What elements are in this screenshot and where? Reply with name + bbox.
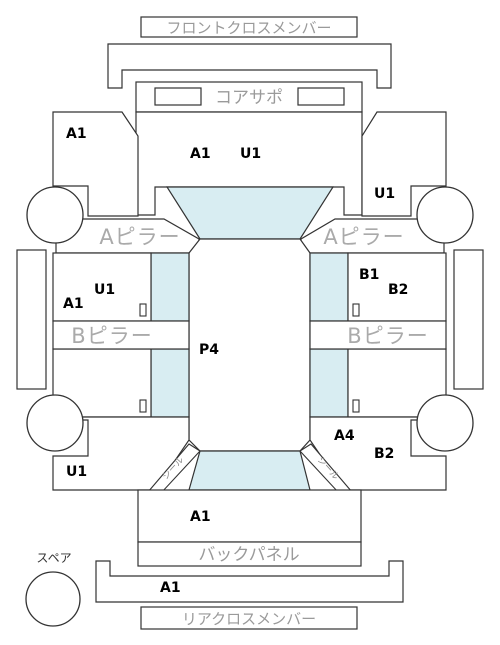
- core-support: コアサポ: [135, 81, 363, 113]
- code-roof: P4: [199, 342, 219, 358]
- code-core-center-1: A1: [190, 146, 211, 162]
- front-right-wheel: [416, 186, 474, 244]
- b-pillar-left-label: Bピラー: [71, 324, 152, 348]
- spare-tire: [25, 571, 81, 627]
- b-pillar-right-label: Bピラー: [347, 324, 428, 348]
- rear-cross-member-label: リアクロスメンバー: [182, 610, 316, 628]
- back-panel-label: バックパネル: [198, 545, 299, 565]
- code-front-right-door-2: B2: [388, 282, 408, 298]
- right-front-window: [309, 252, 349, 322]
- windshield: [165, 186, 335, 240]
- right-rear-window: [309, 348, 349, 418]
- rear-left-wheel: [26, 394, 84, 452]
- door-handle: [352, 303, 360, 317]
- code-front-left-fender: A1: [66, 126, 87, 142]
- b-pillar-left: [52, 320, 190, 350]
- back-panel: [137, 541, 362, 567]
- left-front-window: [150, 252, 190, 322]
- door-handle: [139, 303, 147, 317]
- door-handle: [352, 399, 360, 413]
- left-rear-window: [150, 348, 190, 418]
- core-support-right-slot: [297, 87, 345, 106]
- b-pillar-right: [309, 320, 447, 350]
- front-right-fender: [361, 111, 447, 217]
- trunk-lid: [137, 489, 362, 543]
- code-rear-left-quarter: U1: [66, 464, 87, 480]
- front-left-fender: [52, 111, 139, 217]
- left-side-sill: [16, 249, 47, 390]
- code-trunk: A1: [190, 509, 211, 525]
- rear-window: [188, 450, 311, 491]
- code-front-left-door-1: U1: [94, 282, 115, 298]
- front-right-door: [347, 252, 447, 322]
- core-support-left-slot: [154, 87, 202, 106]
- front-cross-member-frame: [107, 43, 392, 89]
- code-rear-cross-member: A1: [160, 580, 181, 596]
- code-core-center-2: U1: [240, 146, 261, 162]
- code-rear-right-quarter: B2: [374, 446, 394, 462]
- right-side-sill: [453, 249, 484, 390]
- spare-label: スペア: [36, 551, 71, 565]
- front-cross-member-label: フロントクロスメンバー: [166, 19, 331, 37]
- rear-right-wheel: [416, 394, 474, 452]
- front-left-wheel: [26, 186, 84, 244]
- code-front-right-fender: U1: [374, 186, 395, 202]
- a-pillar-right-label: Aピラー: [323, 225, 404, 249]
- door-handle: [139, 399, 147, 413]
- core-support-label: コアサポ: [215, 88, 283, 108]
- front-cross-member: フロントクロスメンバー: [107, 16, 392, 89]
- rear-cross-member-frame: [95, 560, 404, 603]
- rear-cross-member-label-box: [140, 606, 358, 630]
- code-front-right-door-1: B1: [359, 267, 379, 283]
- code-rear-right-door: A4: [334, 428, 355, 444]
- front-left-door: [52, 252, 152, 322]
- code-front-left-door-2: A1: [63, 296, 84, 312]
- front-cross-member-label-box: [140, 16, 358, 38]
- a-pillar-left-label: Aピラー: [99, 225, 180, 249]
